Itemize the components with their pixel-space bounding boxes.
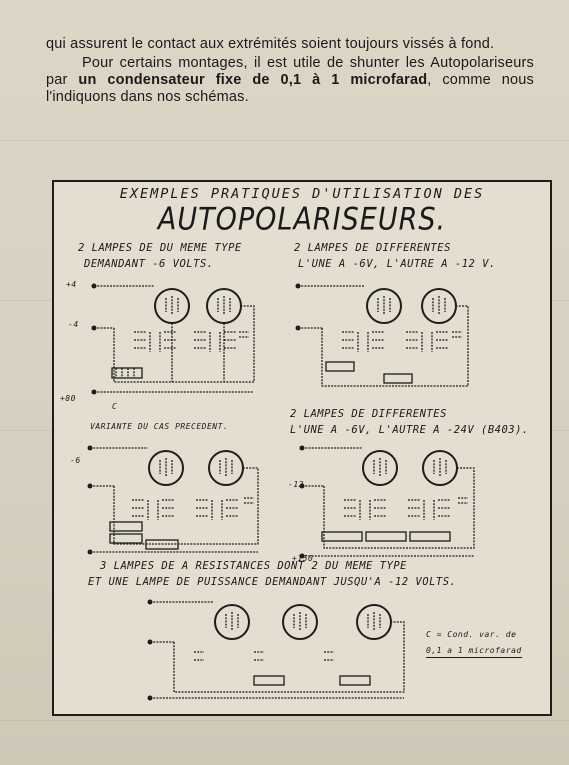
diagram-three-lamps — [150, 601, 405, 699]
label-plus4: +4 — [66, 280, 77, 289]
paragraph-2: Pour certains montages, il est utile de … — [46, 55, 534, 106]
label-plus150: +150 — [292, 554, 314, 563]
diagram-two-lamps-different-6-24 — [302, 447, 475, 557]
plate-subtitle: EXEMPLES PRATIQUES D'UTILISATION DES — [119, 186, 485, 202]
caption-1a: 2 LAMPES DE DU MEME TYPE — [78, 242, 242, 254]
caption-5a: 3 LAMPES DE A RESISTANCES DONT 2 DU MEME… — [100, 560, 407, 572]
schematic-drawings — [87, 283, 475, 701]
body-text: qui assurent le contact aux extrémités s… — [46, 36, 534, 108]
diagram-variant — [90, 447, 259, 553]
plate-title: AUTOPOLARISEURS. — [157, 201, 447, 238]
note-condenser-a: C = Cond. var. de — [426, 630, 517, 639]
caption-5b: ET UNE LAMPE DE PUISSANCE DEMANDANT JUSQ… — [88, 576, 457, 588]
label-minus12: -12 — [288, 480, 304, 489]
caption-3: VARIANTE DU CAS PRECEDENT. — [90, 422, 229, 431]
caption-4b: L'UNE A -6V, L'AUTRE A -24V (B403). — [290, 424, 529, 436]
paragraph-2-bold: un condensateur fixe de 0,1 à 1 microfar… — [78, 72, 428, 88]
schematic-plate: EXEMPLES PRATIQUES D'UTILISATION DES AUT… — [52, 180, 552, 716]
diagram-two-lamps-different-6-12 — [298, 285, 469, 387]
caption-2b: L'UNE A -6V, L'AUTRE A -12 V. — [298, 258, 496, 270]
caption-1b: DEMANDANT -6 VOLTS. — [84, 258, 214, 270]
label-minus6: -6 — [70, 456, 81, 465]
label-c: C — [112, 402, 118, 411]
paragraph-2-end: , comme nous l'indiquons dans nos schéma… — [46, 72, 534, 105]
caption-4a: 2 LAMPES DE DIFFERENTES — [290, 408, 447, 420]
diagram-two-lamps-same-type — [94, 285, 255, 393]
label-plus80: +80 — [60, 394, 76, 403]
note-condenser-b: 0,1 a 1 microfarad — [426, 644, 522, 658]
label-minus4: -4 — [68, 320, 79, 329]
caption-2a: 2 LAMPES DE DIFFERENTES — [294, 242, 451, 254]
paragraph-2-start: Pour certains montages, il est utile de … — [46, 55, 534, 88]
paragraph-1: qui assurent le contact aux extrémités s… — [46, 36, 495, 52]
